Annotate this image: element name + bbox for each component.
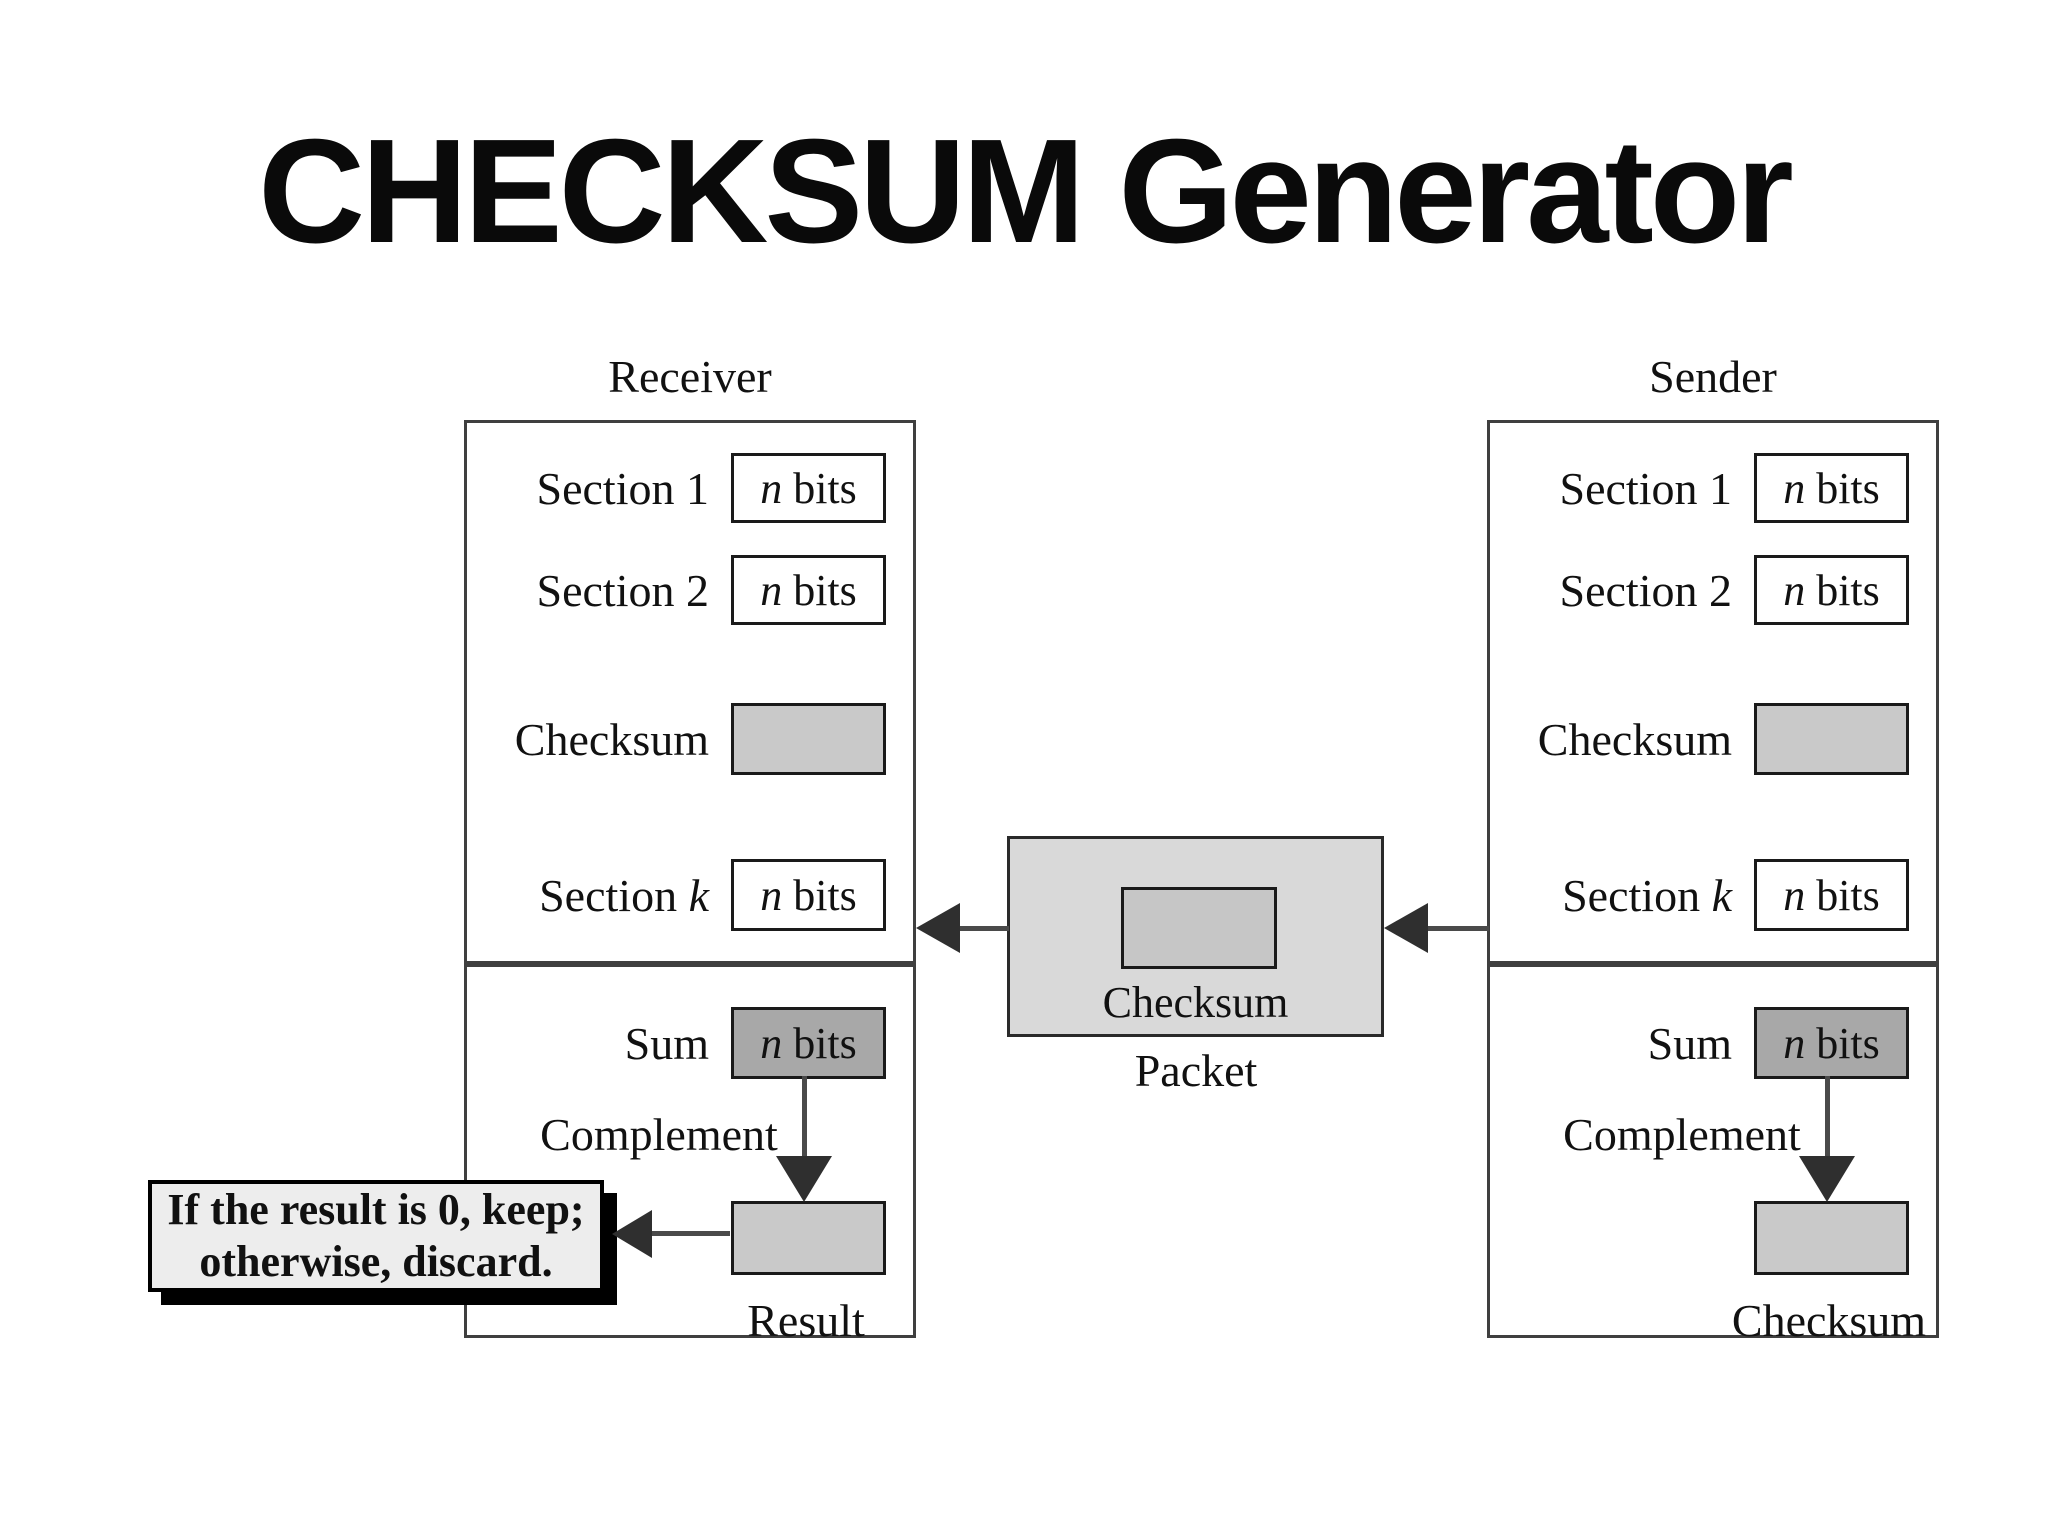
receiver-checksum-box <box>731 703 886 775</box>
sender-sum-to-checksum-line <box>1825 1076 1830 1160</box>
receiver-sum-nbits-box: n bits <box>731 1007 886 1079</box>
sender-sum-nbits-box: n bits <box>1754 1007 1909 1079</box>
sender-checksum-label: Checksum <box>1537 713 1732 765</box>
sender-section-2-label: Section 2 <box>1559 564 1732 616</box>
packet-box: Checksum <box>1007 836 1384 1037</box>
note-box: If the result is 0, keep; otherwise, dis… <box>148 1180 604 1292</box>
packet-to-receiver-arrow-icon <box>916 903 960 953</box>
receiver-result-caption: Result <box>747 1295 865 1346</box>
packet-checksum-label: Checksum <box>1102 978 1289 1027</box>
receiver-result-box <box>731 1201 886 1275</box>
sender-checksum-box <box>1754 703 1909 775</box>
sender-section-1-label: Section 1 <box>1559 462 1732 514</box>
receiver-label: Receiver <box>608 351 772 402</box>
receiver-checksum-label: Checksum <box>514 713 709 765</box>
sender-checksum-result-box <box>1754 1201 1909 1275</box>
receiver-section-1-label: Section 1 <box>536 462 709 514</box>
sender-to-packet-arrow-icon <box>1384 903 1428 953</box>
sender-section-k-label: Section k <box>1562 869 1732 921</box>
sender-sum-label: Sum <box>1647 1017 1732 1069</box>
sender-label: Sender <box>1649 351 1777 402</box>
sender-checksum-caption: Checksum <box>1731 1295 1927 1346</box>
sender-to-packet-line <box>1426 926 1489 931</box>
packet-caption: Packet <box>1134 1045 1258 1096</box>
receiver-sections-box: Section 1 n bits Section 2 n bits Checks… <box>464 420 916 964</box>
receiver-sum-to-result-line <box>802 1076 807 1160</box>
receiver-section-k-nbits-box: n bits <box>731 859 886 931</box>
sender-compute-box: Sum n bits Complement <box>1487 964 1939 1338</box>
sender-section-k-nbits-box: n bits <box>1754 859 1909 931</box>
receiver-section-2-nbits-box: n bits <box>731 555 886 625</box>
sender-section-2-nbits-box: n bits <box>1754 555 1909 625</box>
result-to-note-line <box>648 1231 730 1236</box>
packet-checksum-box <box>1121 887 1277 969</box>
sender-section-1-nbits-box: n bits <box>1754 453 1909 523</box>
receiver-section-2-label: Section 2 <box>536 564 709 616</box>
receiver-down-arrow-icon <box>776 1156 832 1202</box>
receiver-sum-label: Sum <box>624 1017 709 1069</box>
note-line-1: If the result is 0, keep; <box>167 1185 585 1234</box>
sender-sections-box: Section 1 n bits Section 2 n bits Checks… <box>1487 420 1939 964</box>
page-title: CHECKSUM Generator <box>258 109 1794 274</box>
note-line-2: otherwise, discard. <box>199 1237 553 1286</box>
receiver-section-k-label: Section k <box>539 869 709 921</box>
sender-complement-label: Complement <box>1563 1109 1801 1160</box>
receiver-complement-label: Complement <box>540 1109 778 1160</box>
packet-to-receiver-line <box>956 926 1009 931</box>
receiver-section-1-nbits-box: n bits <box>731 453 886 523</box>
result-to-note-arrow-icon <box>612 1210 652 1258</box>
sender-down-arrow-icon <box>1799 1156 1855 1202</box>
